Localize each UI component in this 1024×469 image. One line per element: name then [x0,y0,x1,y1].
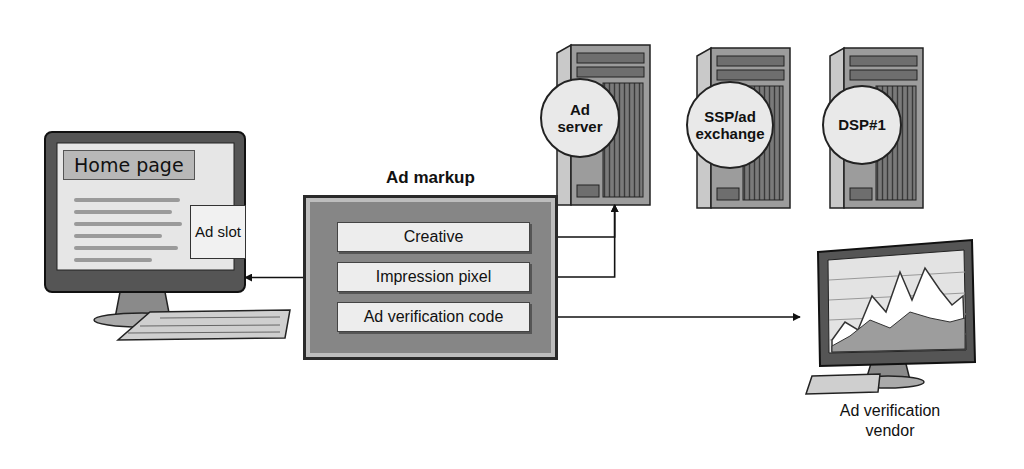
dsp-server: DSP#1 [830,48,923,208]
server-badge: DSP#1 [822,85,902,165]
markup-item-label: Ad verification code [364,308,504,326]
ad-slot-box: Ad slot [190,205,246,259]
markup-item-label: Impression pixel [376,268,492,286]
connector-arrow [245,277,303,279]
ad-server: Ad server [557,45,650,205]
markup-heading: Ad markup [306,168,555,188]
verification-code-box: Ad verification code [337,302,530,332]
server-badge: Ad server [540,78,620,158]
chart-area [832,268,965,352]
page-title: Home page [63,150,195,180]
creative-box: Creative [337,222,530,252]
ssp-exchange-server: SSP/ad exchange [697,48,790,208]
server-badge: SSP/ad exchange [686,81,774,169]
impression-pixel-box: Impression pixel [337,262,530,292]
ad-markup-box: Ad markupCreativeImpression pixelAd veri… [303,195,558,360]
home-monitor [45,132,290,340]
home-page-screen: Home page Ad slot [45,132,245,292]
slot-label: Ad slot [195,223,241,241]
markup-item-label: Creative [404,228,464,246]
vendor-label: Ad verification vendor [800,401,980,441]
text-lines [76,200,180,260]
connector-arrow [530,316,800,318]
vendor-monitor [806,240,975,394]
verification-vendor: Ad verification vendor [800,238,980,443]
